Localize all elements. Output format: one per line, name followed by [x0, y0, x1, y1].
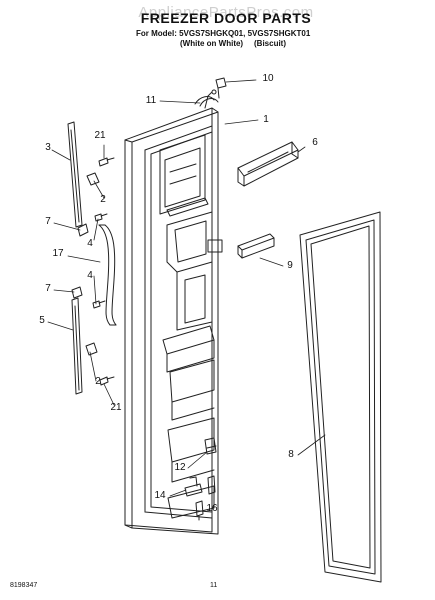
page-title: FREEZER DOOR PARTS: [140, 10, 312, 26]
callout-9: 9: [287, 260, 293, 271]
callout-4-bottom: 4: [87, 270, 93, 281]
callout-8: 8: [288, 449, 294, 460]
callout-2-top: 2: [100, 194, 106, 205]
callout-14: 14: [154, 490, 166, 501]
callout-2-bottom: 2: [95, 376, 101, 387]
door-gasket: [299, 211, 382, 583]
handle-trim-top: [67, 121, 83, 228]
callout-21-bottom: 21: [110, 402, 122, 413]
door-handle: [98, 224, 117, 326]
handle-trim-bottom: [71, 297, 83, 395]
document-number: 8198347: [10, 582, 38, 589]
callout-6: 6: [312, 137, 318, 148]
callout-5: 5: [39, 315, 45, 326]
freezer-door-panel: [124, 89, 223, 535]
callout-11: 11: [145, 95, 157, 106]
page-number: 11: [210, 582, 218, 589]
wire-connector: [215, 77, 227, 99]
callout-1: 1: [263, 114, 269, 125]
callout-4-top: 4: [87, 238, 93, 249]
callout-21-top: 21: [94, 130, 106, 141]
callout-3: 3: [45, 142, 51, 153]
model-numbers: For Model: 5VGS7SHGKQ01, 5VGS7SHGKT01: [136, 29, 311, 38]
model-variant-biscuit: (Biscuit): [254, 39, 286, 48]
callout-12: 12: [174, 462, 186, 473]
callout-leader-lines: [47, 79, 326, 506]
callout-17: 17: [52, 248, 64, 259]
door-shelf-bar: [237, 141, 299, 187]
callout-7-bottom: 7: [45, 283, 51, 294]
callout-10: 10: [262, 73, 274, 84]
hinge-assembly: [184, 437, 217, 521]
handle-fasteners: [71, 157, 115, 386]
callout-7-top: 7: [45, 216, 51, 227]
model-variant-white: (White on White): [180, 39, 244, 48]
dispenser-shelf: [237, 233, 275, 259]
watermark: AppliancePartsPros.com: [138, 4, 314, 21]
callout-16: 16: [206, 503, 218, 514]
